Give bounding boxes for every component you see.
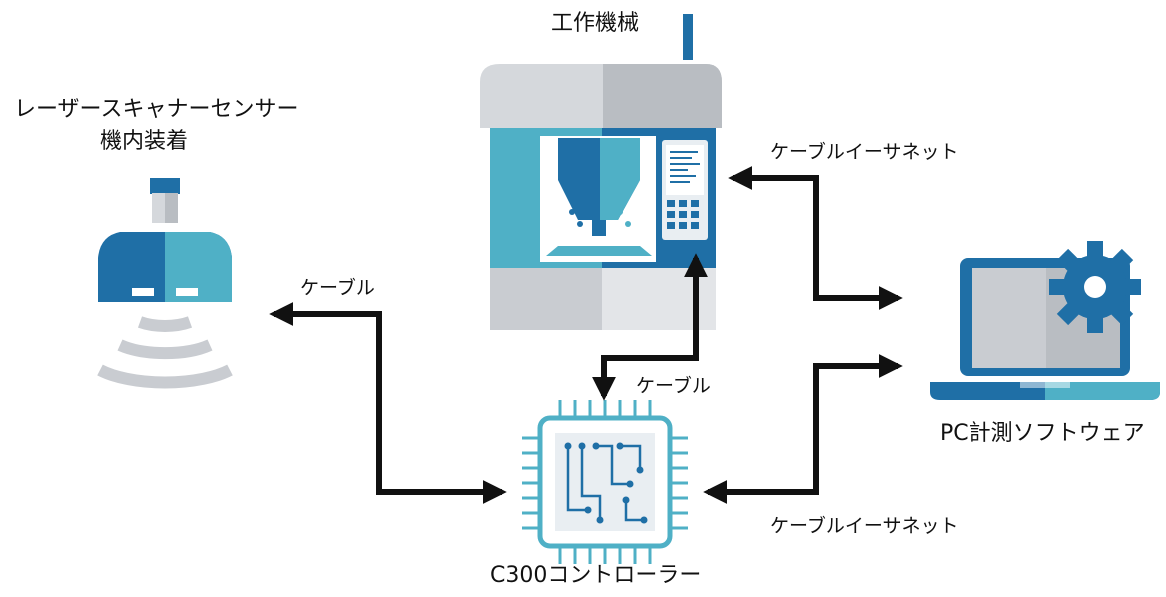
machine-tool-icon [480,14,722,330]
controller-pc-ethernet-arrow [703,354,903,504]
laser-scanner-sensor-icon [97,178,233,389]
machine-controller-cable-arrow [592,253,708,401]
ethernet-label-bottom: ケーブルイーサネット [770,515,959,537]
sensor-mount-label: 機内装着 [100,129,189,154]
sensor-controller-cable-arrow [269,302,507,504]
controller-label: C300コントローラー [490,563,702,588]
machine-pc-ethernet-arrow [728,166,903,310]
pc-laptop-icon [930,258,1160,400]
machine-tool-label: 工作機械 [551,11,640,36]
pc-software-label: PC計測ソフトウェア [940,421,1145,446]
sensor-label: レーザースキャナーセンサー [14,97,299,122]
gear-icon [1049,241,1141,333]
cable-label-left: ケーブル [300,277,375,299]
cable-label-middle: ケーブル [636,375,711,397]
ethernet-label-top: ケーブルイーサネット [770,141,959,163]
controller-chip-icon [522,400,688,564]
